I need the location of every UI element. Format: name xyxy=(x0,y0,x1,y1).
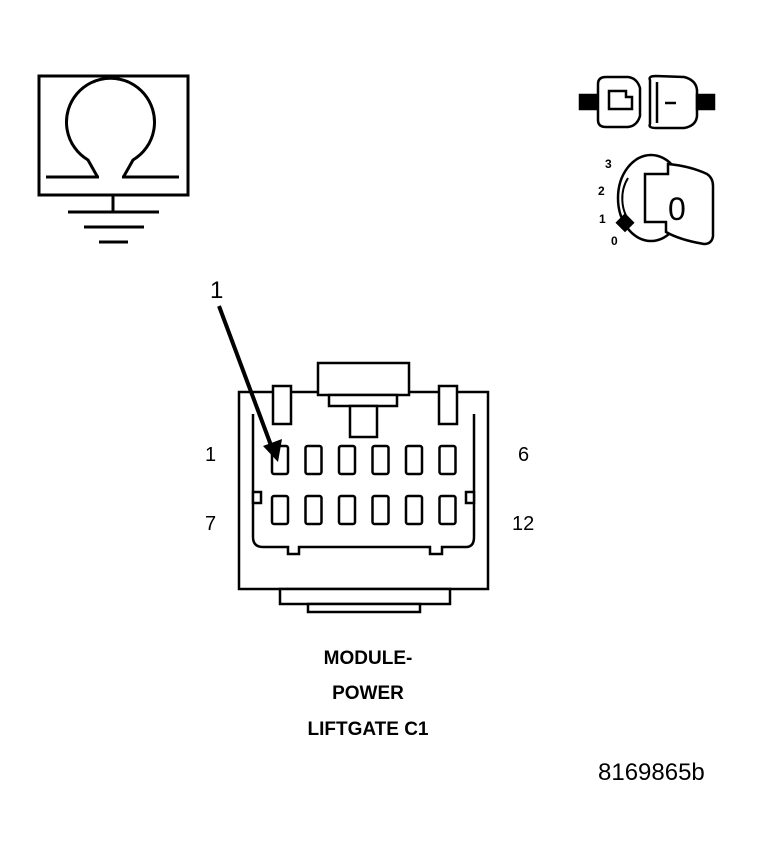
ignition-key-letter: 0 xyxy=(668,191,686,227)
connector-body xyxy=(237,361,490,614)
ohmmeter-ground-icon xyxy=(37,74,190,244)
figure-id: 8169865b xyxy=(598,759,705,786)
cavity-11 xyxy=(404,494,424,526)
ignition-position-0: 0 xyxy=(611,234,618,248)
connector-cavities xyxy=(270,444,457,526)
ignition-key-off-icon xyxy=(615,153,715,246)
pin-label-bottom-right: 12 xyxy=(512,513,534,535)
cavity-7 xyxy=(270,494,290,526)
cavity-5 xyxy=(404,444,424,476)
ignition-position-3: 3 xyxy=(605,157,612,171)
cavity-2 xyxy=(304,444,323,476)
callout-arrow xyxy=(217,305,282,462)
cavity-9 xyxy=(337,494,357,526)
cavity-8 xyxy=(304,494,323,526)
connector-title-line-2: POWER xyxy=(332,683,404,704)
ignition-position-1: 1 xyxy=(599,212,606,226)
ignition-position-2: 2 xyxy=(598,184,605,198)
connector-disconnect-icon xyxy=(578,74,716,130)
cavity-12 xyxy=(438,494,457,526)
pin-label-top-left: 1 xyxy=(205,444,216,466)
cavity-3 xyxy=(337,444,357,476)
cavity-10 xyxy=(371,494,390,526)
callout-label: 1 xyxy=(210,277,223,304)
connector-title-line-1: MODULE- xyxy=(324,648,413,669)
connector-title-line-3: LIFTGATE C1 xyxy=(307,719,428,740)
pin-label-top-right: 6 xyxy=(518,444,529,466)
cavity-4 xyxy=(371,444,390,476)
pin-label-bottom-left: 7 xyxy=(205,513,216,535)
cavity-6 xyxy=(438,444,457,476)
